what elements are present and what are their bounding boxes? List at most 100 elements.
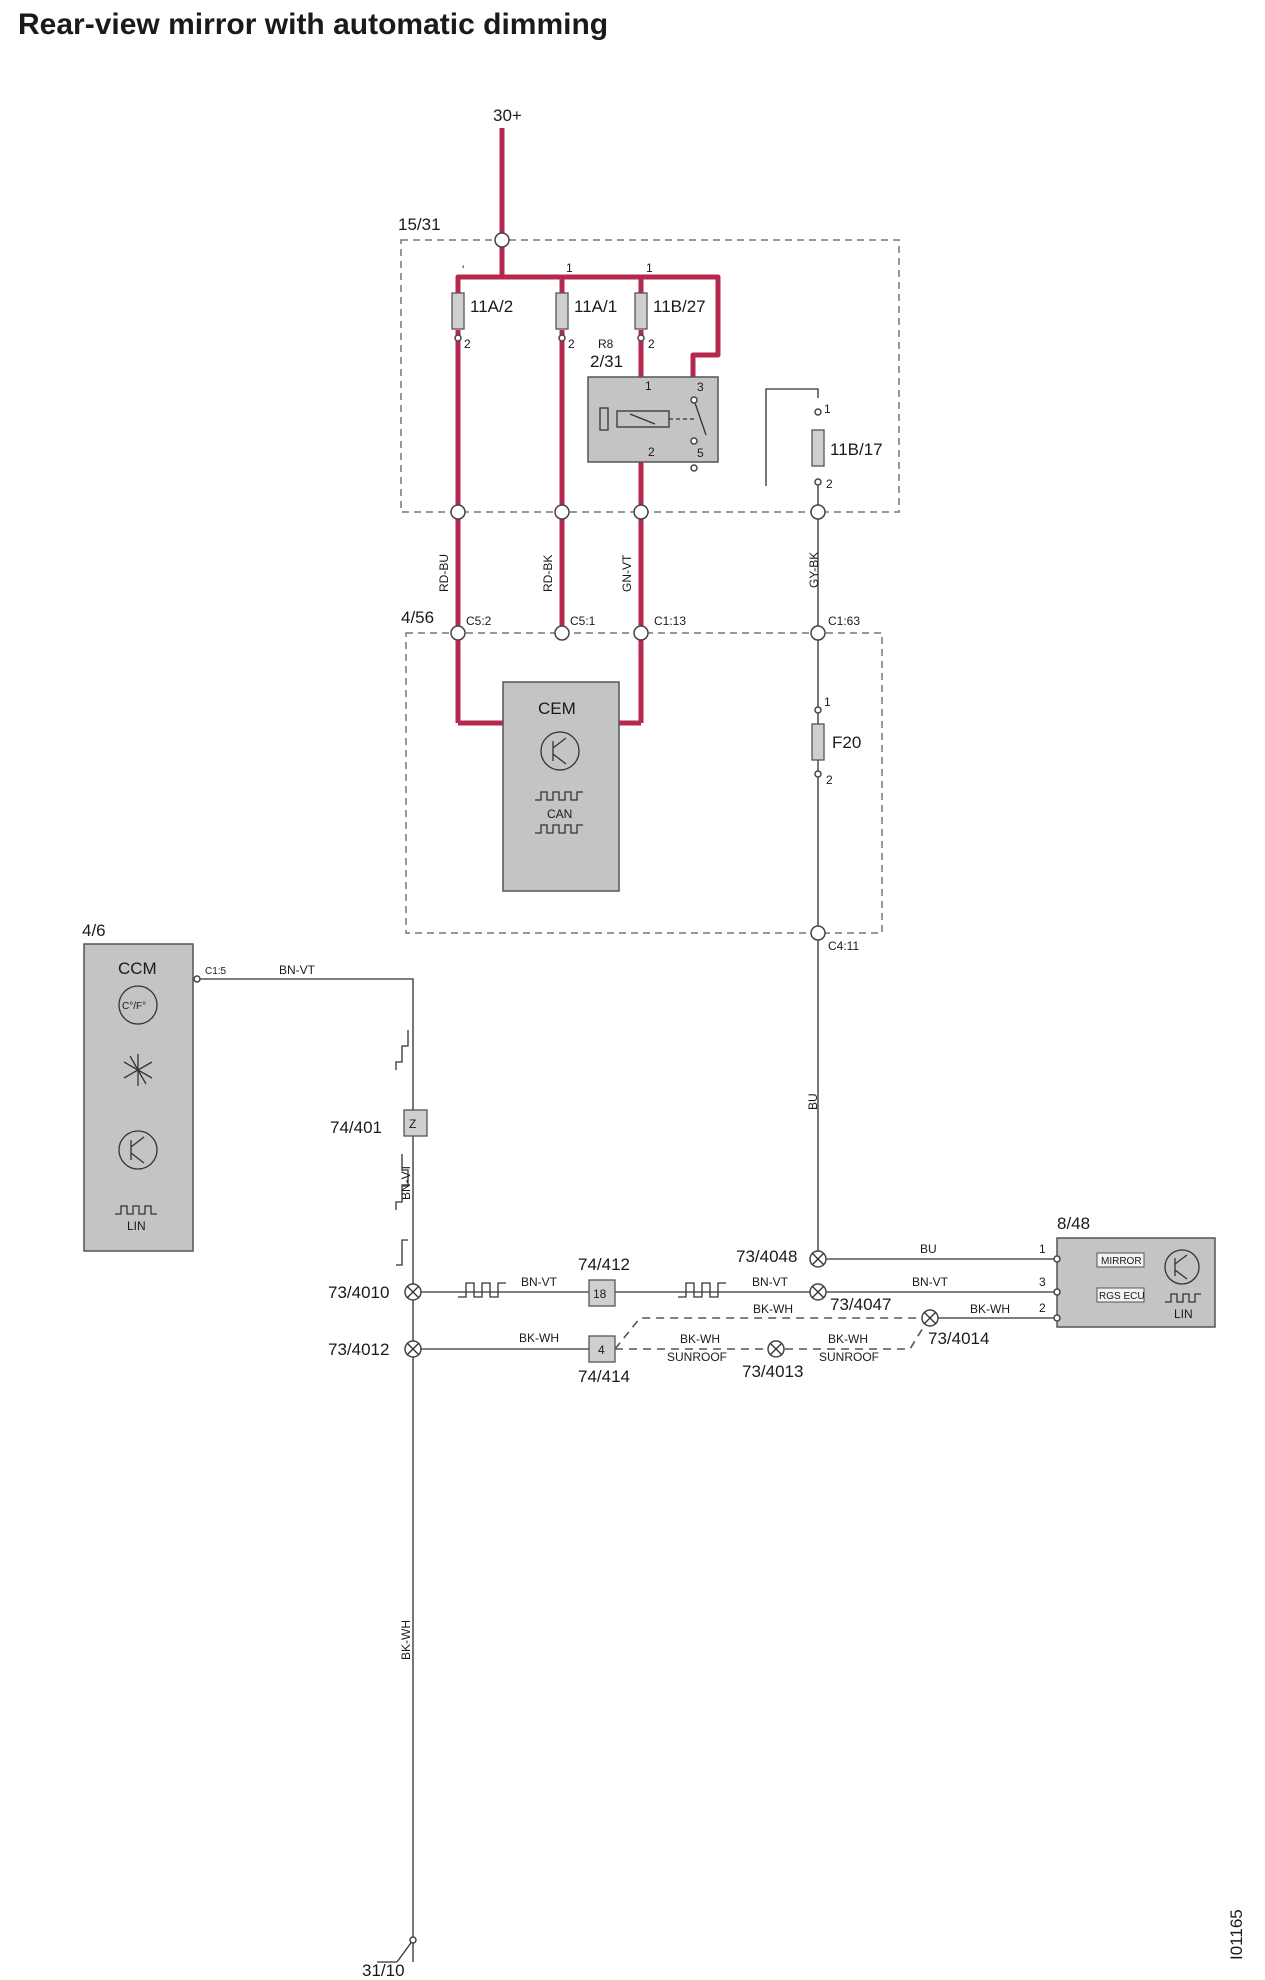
relay-box-outline (400, 239, 900, 513)
wire-label-sunroof-1: SUNROOF (667, 1350, 727, 1364)
svg-text:2: 2 (568, 337, 575, 351)
mirror-pin-2-node (1053, 1314, 1061, 1322)
node-c163 (810, 625, 826, 641)
mirror-rgs-label: RGS ECU (1099, 1291, 1145, 1302)
signal-wiring (200, 978, 1057, 1962)
mirror-pin-1-node (1053, 1255, 1061, 1263)
mirror-pin-3-node (1053, 1288, 1061, 1296)
ccm-lin: LIN (127, 1219, 146, 1233)
fuse-11b17: 1 2 11B/17 (811, 402, 883, 491)
svg-text:11A/2: 11A/2 (470, 297, 513, 316)
relay-r8: 1 3 2 5 R8 2/31 (587, 337, 719, 472)
splice-node-73-4048 (809, 1250, 827, 1268)
relay-id: 2/31 (590, 352, 623, 371)
svg-text:11B/17: 11B/17 (830, 440, 883, 459)
mirror-module: MIRROR RGS ECU LIN (1056, 1237, 1216, 1328)
mirror-pin-3: 3 (1039, 1275, 1046, 1289)
figure-id: I01165 (1227, 1909, 1246, 1960)
fuse-11b17-feed (765, 388, 819, 486)
supply-label: 30+ (493, 106, 522, 125)
wire-label-bk-wh-3: BK-WH (970, 1302, 1010, 1316)
relay-box-entry-node (494, 232, 510, 248)
wire-label-bn-vt-vertical: BN-VT (399, 1163, 413, 1200)
ccm-module: CCM C°/F° LIN (83, 943, 194, 1252)
ground-label: 31/10 (362, 1961, 405, 1980)
node-c113 (633, 625, 649, 641)
pin-c52: C5:2 (466, 614, 492, 628)
ccm-name: CCM (118, 959, 157, 978)
splice-73-4013-label: 73/4013 (742, 1362, 803, 1381)
node-rd-bu-top (450, 504, 466, 520)
splice-node-73-4014 (921, 1309, 939, 1327)
svg-text:2: 2 (826, 477, 833, 491)
splice-node-73-4013 (767, 1340, 785, 1358)
splice-73-4047-label: 73/4047 (830, 1295, 891, 1314)
cem-name: CEM (538, 699, 576, 718)
wire-label-bu-vertical: BU (806, 1093, 820, 1110)
wire-label-bk-wh-2: BK-WH (753, 1302, 793, 1316)
lin-pulse-symbols (395, 1030, 726, 1298)
pin-c113: C1:13 (654, 614, 686, 628)
wire-label-bu-horizontal: BU (920, 1242, 937, 1256)
relay-name: R8 (598, 337, 614, 351)
pin-c163: C1:63 (828, 614, 860, 628)
splice-74-401 (403, 1109, 428, 1137)
svg-text:1: 1 (824, 695, 831, 709)
ccm-temp: C°/F° (122, 1001, 146, 1012)
svg-text:1: 1 (824, 402, 831, 416)
wire-label-bk-wh-5: BK-WH (828, 1332, 868, 1346)
svg-text:3: 3 (697, 380, 704, 394)
node-c51 (554, 625, 570, 641)
cem-module: CEM CAN (502, 681, 620, 892)
fuse-11a2: ' 2 11A/2 (451, 263, 513, 351)
wire-label-bk-wh-4: BK-WH (680, 1332, 720, 1346)
mirror-mirror-label: MIRROR (1101, 1256, 1142, 1267)
svg-text:11A/1: 11A/1 (574, 297, 617, 316)
ground-symbol (377, 1936, 417, 1963)
ccm-id: 4/6 (82, 921, 106, 940)
node-c411 (810, 925, 826, 941)
mirror-pin-2: 2 (1039, 1301, 1046, 1315)
splice-74-412 (588, 1279, 616, 1307)
node-gy-bk-top (810, 504, 826, 520)
fuse-11b27: 1 2 11B/27 (634, 261, 706, 351)
svg-text:1: 1 (645, 379, 652, 393)
splice-74-412-label: 74/412 (578, 1255, 630, 1274)
pin-c411: C4:11 (828, 939, 859, 953)
svg-text:1: 1 (646, 261, 653, 275)
mirror-pin-1: 1 (1039, 1242, 1046, 1256)
splice-node-73-4047 (809, 1283, 827, 1301)
splice-node-73-4010 (404, 1283, 422, 1301)
wire-label-bn-vt-3: BN-VT (912, 1275, 949, 1289)
fuse-11a1: 1 2 11A/1 (555, 261, 617, 351)
wire-label-rd-bu: RD-BU (437, 554, 451, 592)
diagram-title: Rear-view mirror with automatic dimming (18, 8, 608, 41)
cem-box-id: 4/56 (401, 608, 434, 627)
svg-text:2: 2 (648, 337, 655, 351)
ccm-pin-node (193, 975, 201, 983)
svg-text:F20: F20 (832, 733, 861, 752)
wire-label-sunroof-2: SUNROOF (819, 1350, 879, 1364)
wire-label-rd-bk: RD-BK (541, 555, 555, 592)
wire-label-gn-vt: GN-VT (620, 554, 634, 592)
cem-can: CAN (547, 807, 572, 821)
svg-text:': ' (462, 263, 464, 277)
node-gn-vt-top (633, 504, 649, 520)
wire-label-bk-wh-1: BK-WH (519, 1331, 559, 1345)
splice-18-pin: 18 (593, 1287, 607, 1301)
ccm-pin: C1:5 (205, 966, 227, 977)
wire-label-bk-wh-vertical: BK-WH (399, 1620, 413, 1660)
mirror-id: 8/48 (1057, 1214, 1090, 1233)
splice-73-4010-label: 73/4010 (328, 1283, 389, 1302)
svg-text:5: 5 (697, 446, 704, 460)
relay-box-id: 15/31 (398, 215, 441, 234)
svg-text:2: 2 (648, 445, 655, 459)
splice-z-pin: Z (409, 1117, 416, 1131)
splice-73-4048-label: 73/4048 (736, 1247, 797, 1266)
svg-text:1: 1 (566, 261, 573, 275)
node-c52 (450, 625, 466, 641)
wire-label-bn-vt-ccm: BN-VT (279, 963, 316, 977)
mirror-lin: LIN (1174, 1307, 1193, 1321)
wire-label-gy-bk: GY-BK (807, 552, 821, 588)
